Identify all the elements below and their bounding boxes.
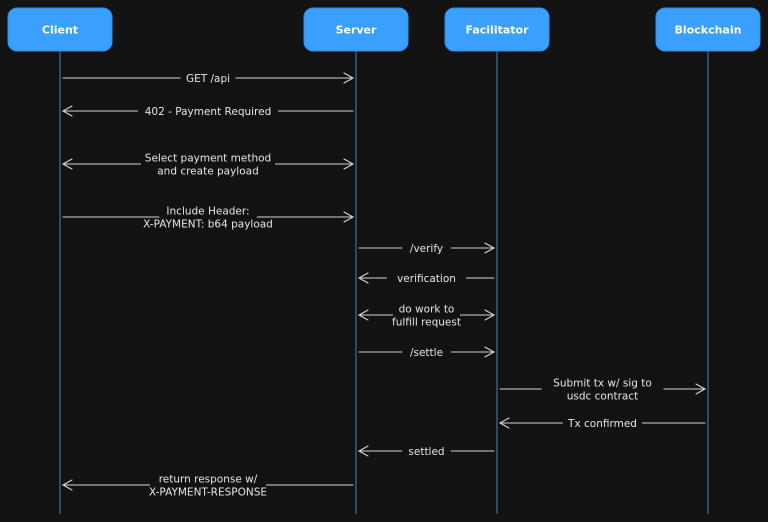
message-8-label-line-1: /settle: [410, 347, 443, 359]
message-1: GET /api: [62, 72, 355, 85]
lifelines: [59, 51, 709, 514]
message-11-label-mask: [402, 445, 451, 458]
message-7-arrowhead-left: [357, 309, 369, 321]
message-4: Include Header:X-PAYMENT: b64 payload: [62, 204, 355, 231]
message-12-arrowhead-left: [61, 479, 73, 491]
actor-facilitator-box: [444, 7, 550, 52]
message-10-arrowhead-left: [498, 417, 510, 429]
actor-blockchain-box: [655, 7, 761, 52]
message-10-label-mask: [562, 417, 643, 430]
actors: Client Server Facilitator Blockchain: [7, 7, 761, 52]
message-2-label-mask: [137, 105, 279, 118]
message-4-arrowhead-right: [343, 211, 355, 223]
message-7-label-line-2: fulfill request: [392, 317, 461, 329]
message-12-label-line-1: return response w/: [159, 474, 258, 486]
message-11: settled: [357, 445, 495, 458]
message-9-label-line-2: usdc contract: [567, 391, 639, 403]
message-6: verification: [357, 272, 495, 285]
message-2-label-line-1: 402 - Payment Required: [145, 106, 272, 118]
message-1-label-line-1: GET /api: [186, 73, 230, 85]
message-3-label-line-1: Select payment method: [145, 153, 271, 165]
message-8: /settle: [358, 346, 496, 359]
actor-server-box: [303, 7, 409, 52]
message-12-label-line-2: X-PAYMENT-RESPONSE: [149, 487, 267, 499]
message-10: Tx confirmed: [498, 417, 706, 430]
message-1-arrowhead-right: [343, 72, 355, 84]
actor-server-label: Server: [336, 24, 377, 37]
message-3-label-line-2: and create payload: [157, 166, 259, 178]
message-11-arrowhead-left: [357, 445, 369, 457]
message-4-label-line-1: Include Header:: [166, 206, 249, 218]
message-1-label-mask: [180, 72, 236, 85]
message-3-label-mask: [140, 151, 276, 165]
message-9-label-line-1: Submit tx w/ sig to: [553, 378, 652, 390]
message-9-label-mask: [559, 389, 646, 403]
message-2-arrowhead-left: [61, 105, 73, 117]
message-6-label-line-1: verification: [397, 273, 456, 285]
message-6-label-mask: [386, 272, 467, 285]
actor-server: Server: [303, 7, 409, 52]
actor-facilitator-label: Facilitator: [465, 24, 529, 37]
message-5-label-line-1: /verify: [410, 243, 443, 255]
actor-client-label: Client: [42, 24, 78, 37]
message-2: 402 - Payment Required: [61, 105, 354, 118]
message-5-arrowhead-right: [484, 242, 496, 254]
message-10-label-line-1: Tx confirmed: [567, 418, 637, 430]
message-12: return response w/X-PAYMENT-RESPONSE: [61, 472, 354, 499]
message-7-label-mask: [377, 315, 476, 329]
message-9-arrowhead-right: [695, 383, 707, 395]
message-4-label-mask: [159, 204, 257, 218]
message-4-label-mask: [137, 217, 279, 231]
message-8-arrowhead-right: [484, 346, 496, 358]
message-3-label-mask: [150, 164, 266, 178]
actor-blockchain-label: Blockchain: [675, 24, 742, 37]
message-9-label-mask: [541, 376, 664, 390]
message-7-label-mask: [393, 302, 460, 316]
message-3-arrowhead-left: [61, 158, 73, 170]
actor-facilitator: Facilitator: [444, 7, 550, 52]
message-4-label-line-2: X-PAYMENT: b64 payload: [143, 219, 273, 231]
message-7-arrowhead-right: [484, 309, 496, 321]
actor-blockchain: Blockchain: [655, 7, 761, 52]
message-7-label-line-1: do work to: [399, 304, 455, 316]
message-6-arrowhead-left: [357, 272, 369, 284]
message-3-arrowhead-right: [343, 158, 355, 170]
message-8-label-mask: [402, 346, 451, 359]
message-12-label-mask: [150, 485, 266, 499]
actor-client-box: [7, 7, 113, 52]
message-5: /verify: [358, 242, 496, 255]
message-5-label-mask: [402, 242, 451, 255]
message-12-label-mask: [150, 472, 266, 486]
actor-client: Client: [7, 7, 113, 52]
message-11-label-line-1: settled: [408, 446, 444, 458]
